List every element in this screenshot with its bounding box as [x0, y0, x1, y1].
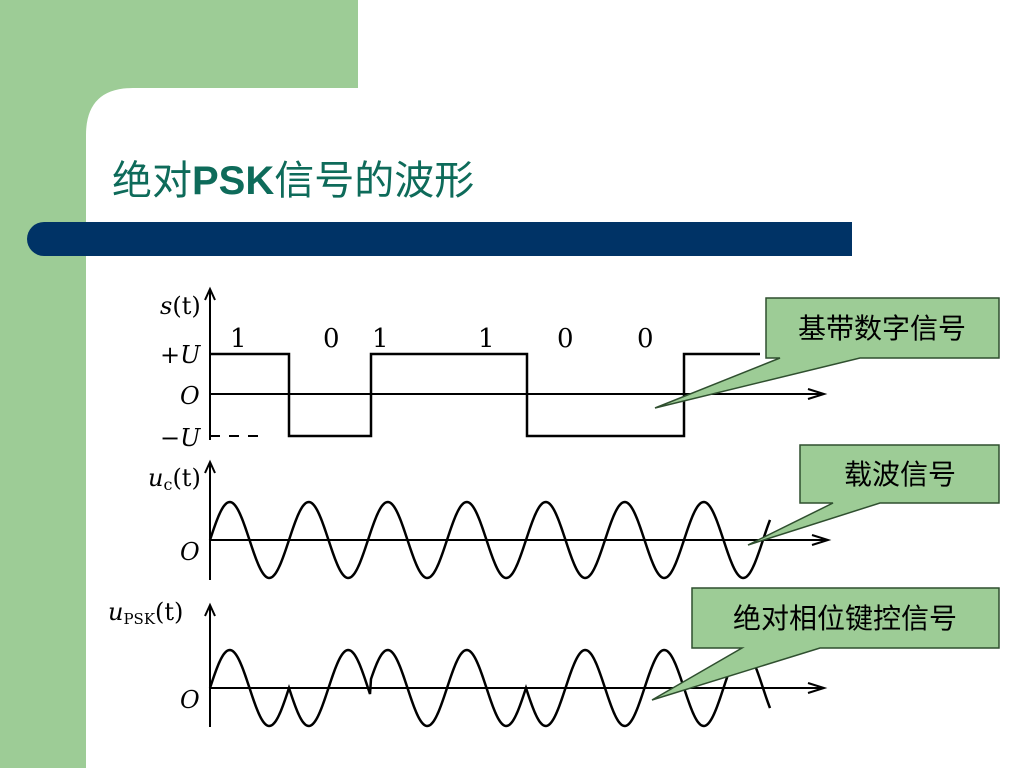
title-part-3: 信号的波形: [274, 158, 475, 204]
bit-label: 1: [478, 324, 495, 354]
uc-axis-label: uc(t): [148, 464, 201, 494]
origin-label: O: [180, 538, 200, 566]
bit-label: 0: [637, 324, 654, 354]
psk-y-arrow: [204, 602, 216, 617]
bit-label: 0: [557, 324, 574, 354]
psk-plot: [204, 602, 828, 728]
baseband-waveform: [210, 352, 760, 438]
title-part-2: PSK: [192, 159, 275, 203]
callout-baseband-shape: [654, 297, 1000, 409]
baseband-plot: [204, 286, 828, 440]
callout-carrier: 载波信号: [747, 444, 1000, 546]
psk-x-arrow: [807, 682, 828, 694]
bit-label: 1: [230, 324, 247, 354]
callout-psk-text: 绝对相位键控信号: [733, 602, 957, 635]
origin-label: O: [180, 686, 200, 714]
bit-label: 0: [323, 324, 340, 354]
carrier-waveform: [208, 500, 772, 580]
bit-label: 1: [372, 324, 389, 354]
baseband-x-arrow: [807, 388, 828, 400]
carrier-y-arrow: [204, 459, 216, 474]
plus-u-label: +U: [160, 341, 201, 369]
carrier-x-arrow: [811, 534, 832, 546]
callout-psk-shape: [651, 587, 1000, 701]
title-part-1: 绝对: [112, 158, 192, 204]
minus-u-label: −U: [160, 424, 201, 452]
callout-carrier-text: 载波信号: [844, 458, 956, 491]
callout-baseband: 基带数字信号: [654, 297, 1000, 409]
callout-baseband-text: 基带数字信号: [798, 312, 966, 345]
upsk-axis-label: uPSK(t): [108, 598, 183, 628]
psk-waveform: [208, 648, 772, 728]
baseband-y-arrow: [204, 286, 216, 301]
title-underline-bar: [27, 222, 852, 256]
callout-carrier-shape: [747, 444, 1000, 546]
s-axis-label: s(t): [160, 292, 201, 320]
callout-psk: 绝对相位键控信号: [651, 587, 1000, 701]
carrier-plot: [204, 459, 832, 580]
origin-label: O: [180, 382, 200, 410]
slide-title: 绝对PSK信号的波形: [112, 148, 474, 206]
